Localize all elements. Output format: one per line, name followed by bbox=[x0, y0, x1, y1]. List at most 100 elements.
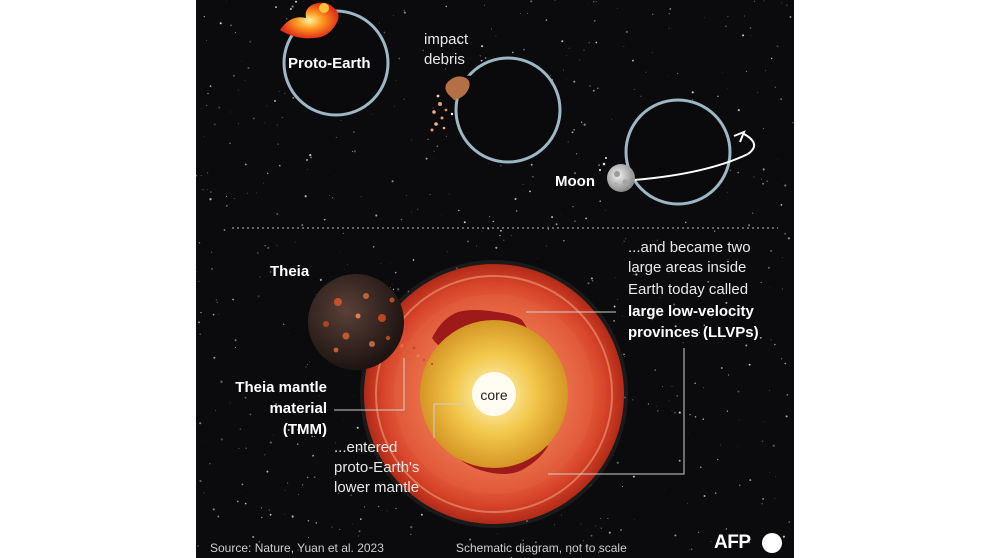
infographic-panel: Proto-Earth impact debris Moon Theia The… bbox=[196, 0, 794, 558]
star bbox=[410, 533, 412, 535]
star bbox=[727, 88, 729, 90]
star bbox=[249, 413, 252, 416]
star bbox=[613, 320, 615, 322]
star bbox=[726, 410, 729, 412]
star bbox=[284, 489, 286, 491]
star bbox=[391, 284, 393, 286]
star bbox=[500, 165, 502, 167]
star bbox=[768, 390, 770, 391]
star bbox=[403, 9, 405, 11]
star bbox=[774, 498, 776, 499]
star bbox=[355, 533, 356, 534]
star bbox=[788, 521, 790, 523]
star bbox=[275, 403, 277, 405]
star bbox=[777, 183, 778, 184]
star bbox=[710, 541, 712, 542]
star bbox=[422, 49, 425, 52]
star bbox=[410, 525, 413, 529]
star bbox=[585, 217, 588, 220]
star bbox=[634, 519, 636, 521]
star bbox=[347, 264, 348, 265]
star bbox=[233, 198, 235, 199]
star bbox=[703, 17, 705, 18]
star bbox=[331, 526, 333, 528]
star bbox=[633, 89, 635, 90]
star bbox=[630, 312, 632, 314]
star bbox=[785, 415, 788, 418]
star bbox=[662, 386, 663, 388]
star bbox=[238, 123, 239, 125]
star bbox=[682, 342, 684, 344]
star bbox=[725, 25, 727, 28]
star bbox=[360, 196, 362, 198]
star bbox=[244, 502, 247, 505]
star bbox=[620, 529, 622, 531]
star bbox=[625, 238, 627, 240]
star bbox=[522, 184, 524, 185]
star bbox=[590, 277, 593, 280]
star bbox=[343, 420, 345, 422]
star bbox=[784, 232, 787, 235]
star bbox=[674, 325, 677, 328]
star bbox=[774, 343, 776, 346]
tmm-label-line-1: Theia mantle bbox=[235, 379, 327, 396]
star bbox=[675, 229, 677, 231]
star bbox=[635, 271, 637, 273]
star bbox=[311, 435, 313, 438]
star bbox=[340, 119, 342, 122]
star bbox=[529, 190, 531, 193]
star bbox=[748, 224, 750, 227]
star bbox=[209, 85, 212, 88]
star bbox=[298, 400, 300, 402]
star bbox=[445, 63, 448, 65]
star bbox=[323, 218, 326, 221]
star bbox=[671, 27, 672, 29]
star bbox=[759, 337, 762, 339]
star bbox=[640, 95, 642, 98]
star bbox=[229, 142, 231, 144]
star bbox=[566, 79, 567, 80]
inner-core bbox=[472, 372, 516, 416]
star bbox=[521, 551, 523, 554]
star bbox=[469, 538, 472, 541]
star bbox=[769, 249, 773, 253]
moon-icon bbox=[598, 157, 635, 192]
star bbox=[631, 398, 634, 401]
star bbox=[635, 273, 638, 276]
star bbox=[199, 479, 202, 483]
star bbox=[383, 31, 386, 34]
star bbox=[433, 150, 435, 152]
star bbox=[276, 212, 279, 215]
star bbox=[591, 279, 594, 282]
star bbox=[656, 410, 659, 412]
star bbox=[294, 0, 298, 3]
star bbox=[612, 455, 614, 456]
star bbox=[575, 153, 578, 155]
star bbox=[780, 204, 783, 206]
star bbox=[294, 241, 296, 243]
star bbox=[223, 229, 226, 231]
star bbox=[342, 232, 344, 234]
star bbox=[263, 182, 264, 184]
star bbox=[749, 27, 752, 29]
star bbox=[739, 419, 741, 421]
star bbox=[246, 192, 248, 194]
star bbox=[276, 124, 278, 126]
star bbox=[722, 71, 724, 73]
star bbox=[757, 92, 759, 94]
star bbox=[492, 220, 495, 223]
star bbox=[691, 98, 694, 101]
star bbox=[209, 198, 212, 201]
star bbox=[429, 194, 431, 196]
star bbox=[467, 240, 469, 243]
star bbox=[748, 542, 751, 544]
star bbox=[305, 366, 307, 368]
star bbox=[445, 135, 447, 137]
star bbox=[266, 105, 268, 107]
star bbox=[599, 200, 601, 202]
star bbox=[699, 466, 702, 469]
star bbox=[212, 508, 215, 511]
star bbox=[720, 444, 722, 446]
star bbox=[338, 252, 340, 254]
star bbox=[689, 413, 691, 416]
